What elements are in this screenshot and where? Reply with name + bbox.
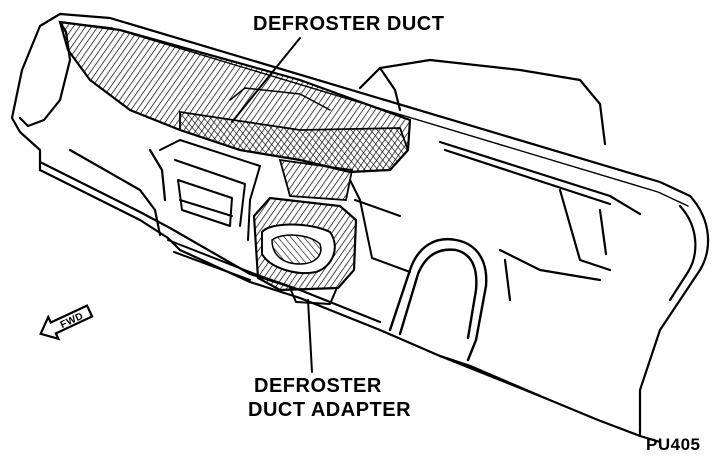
column-cutout (388, 237, 542, 398)
instrument-panel (10, 12, 710, 444)
defroster-duct-adapter (252, 196, 358, 305)
fwd-label: FWD (59, 311, 86, 331)
defroster-duct-label: DEFROSTER DUCT (253, 13, 444, 35)
figure-code: PU405 (646, 435, 700, 454)
adapter-label-line2: DUCT ADAPTER (248, 399, 411, 421)
forward-arrow-icon: FWD (39, 304, 94, 341)
leader-lines (231, 37, 313, 373)
adapter-label-line1: DEFROSTER (254, 375, 382, 397)
defroster-duct (58, 20, 412, 201)
